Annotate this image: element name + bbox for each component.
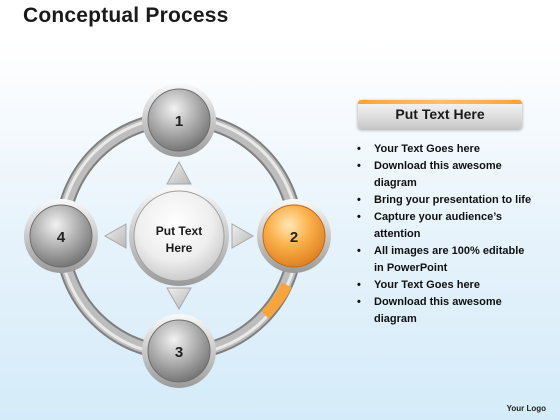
- arrow-up-icon: [166, 160, 192, 185]
- arrow-right-icon: [231, 223, 255, 249]
- arrow-down-icon: [166, 287, 192, 311]
- node-3: 3: [142, 314, 216, 388]
- bullet-dot-icon: •: [357, 211, 361, 223]
- bullet-text: Capture your audience’s attention: [374, 211, 502, 240]
- panel-header-accent: [358, 100, 522, 104]
- bullet-item: • All images are 100% editable in PowerPo…: [357, 243, 532, 277]
- center-label-line1: Put Text: [156, 224, 202, 238]
- bullet-list: • Your Text Goes here • Download this awes…: [357, 141, 532, 328]
- bullet-item: • Bring your presentation to life: [357, 192, 532, 209]
- logo-text: Your Logo: [506, 404, 546, 413]
- bullet-item: • Your Text Goes here: [357, 277, 532, 294]
- bullet-item: • Capture your audience’s attention: [357, 209, 532, 243]
- bullet-text: All images are 100% editable in PowerPoi…: [374, 245, 525, 274]
- center-label-line2: Here: [166, 241, 193, 255]
- bullet-dot-icon: •: [357, 143, 361, 155]
- ring-accent-segment: [261, 282, 292, 319]
- node-4: 4: [24, 199, 98, 273]
- panel-header-text: Put Text Here: [395, 106, 485, 122]
- bullet-item: • Download this awesome diagram: [357, 294, 532, 328]
- bullet-dot-icon: •: [357, 194, 361, 206]
- node-2: 2: [257, 199, 331, 273]
- bullet-text: Download this awesome diagram: [374, 296, 502, 325]
- bullet-item: • Your Text Goes here: [357, 141, 532, 158]
- center-node: Put Text Here: [129, 186, 229, 286]
- node-1: 1: [142, 83, 216, 157]
- arrow-left-icon: [103, 223, 127, 249]
- panel-header: Put Text Here: [358, 100, 522, 129]
- bullet-text: Your Text Goes here: [374, 143, 480, 155]
- bullet-dot-icon: •: [357, 296, 361, 308]
- bullet-item: • Download this awesome diagram: [357, 158, 532, 192]
- bullet-dot-icon: •: [357, 245, 361, 257]
- node-4-label: 4: [57, 229, 66, 246]
- node-1-label: 1: [175, 113, 183, 130]
- node-2-label: 2: [290, 229, 298, 246]
- bullet-dot-icon: •: [357, 160, 361, 172]
- slide-title: Conceptual Process: [23, 4, 229, 27]
- bullet-dot-icon: •: [357, 279, 361, 291]
- bullet-text: Bring your presentation to life: [374, 194, 532, 206]
- bullet-text: Your Text Goes here: [374, 279, 480, 291]
- bullet-text: Download this awesome diagram: [374, 160, 502, 189]
- node-3-label: 3: [175, 344, 183, 361]
